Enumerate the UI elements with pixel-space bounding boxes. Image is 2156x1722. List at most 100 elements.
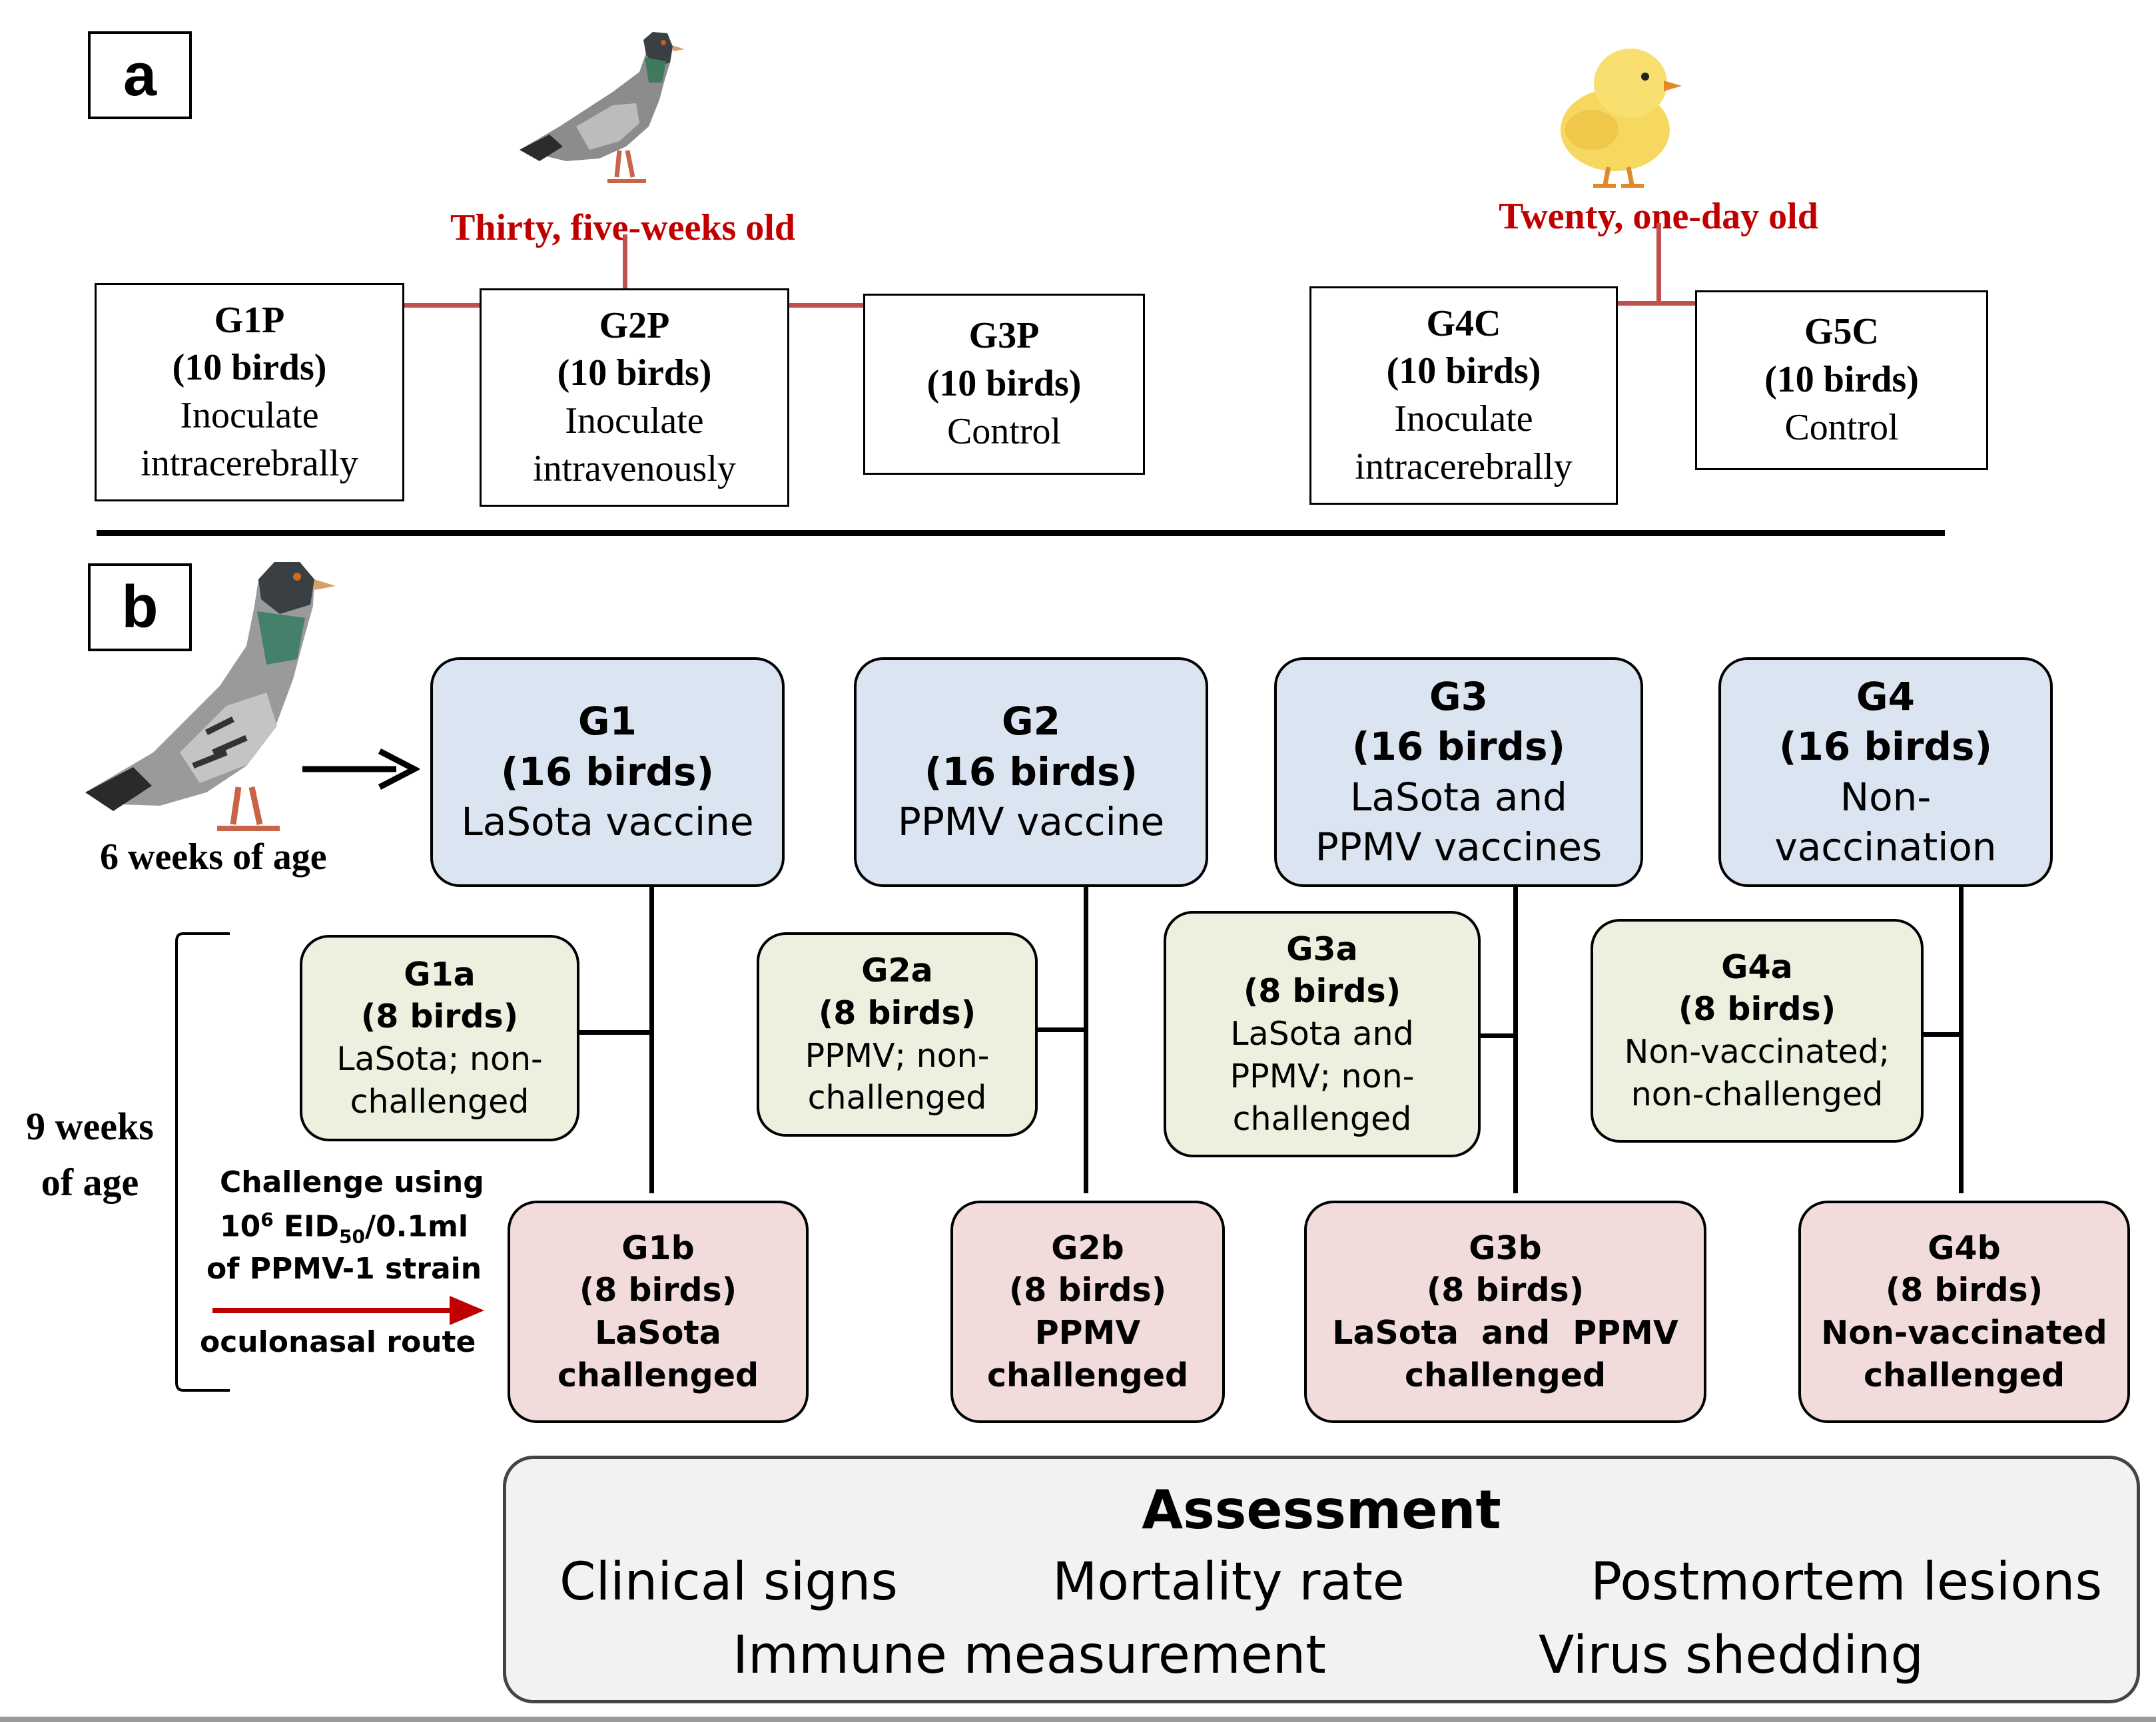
group-id: G3	[1429, 673, 1488, 719]
connector-line	[1084, 886, 1088, 1193]
bird-count: (8 birds)	[1008, 1271, 1167, 1310]
bird-count: (8 birds)	[1426, 1271, 1585, 1310]
pigeon-cohort-label: Thirty, five-weeks old	[450, 207, 795, 248]
treatment-line: LaSota and	[1230, 1015, 1414, 1053]
pigeon-illustration	[520, 32, 685, 183]
connector-line	[788, 303, 865, 308]
group-id: G4a	[1721, 948, 1793, 986]
treatment-line: Non-vaccinated;	[1624, 1033, 1890, 1071]
group-box-g2: G2 (16 birds) PPMV vaccine	[854, 657, 1208, 887]
group-id: G1P	[214, 299, 285, 341]
subgroup-box-g2a: G2a (8 birds) PPMV; non- challenged	[757, 932, 1038, 1137]
age-challenge-line: of age	[41, 1161, 139, 1205]
bird-count: (8 birds)	[360, 998, 519, 1036]
subgroup-box-g4a: G4a (8 birds) Non-vaccinated; non-challe…	[1591, 919, 1924, 1143]
bird-count: (8 birds)	[1678, 990, 1836, 1029]
connector-line	[1656, 223, 1661, 303]
group-id: G5C	[1804, 311, 1879, 353]
subgroup-box-g3b: G3b (8 birds) LaSota and PPMV challenged	[1304, 1201, 1706, 1423]
dose-unit: EID	[273, 1209, 339, 1244]
dose-subscript: 50	[339, 1225, 365, 1248]
group-id: G3a	[1286, 930, 1358, 968]
assessment-item: Mortality rate	[1052, 1552, 1405, 1612]
treatment-line: PPMV; non-	[1230, 1057, 1415, 1095]
treatment-line: intracerebrally	[141, 442, 358, 484]
dose-base: 10	[220, 1209, 261, 1244]
treatment-line: PPMV vaccine	[897, 799, 1165, 845]
treatment-line: vaccination	[1774, 824, 1997, 870]
treatment-line: challenged	[807, 1079, 987, 1117]
bird-count: (16 birds)	[924, 748, 1138, 794]
subgroup-box-g1b: G1b (8 birds) LaSota challenged	[508, 1201, 809, 1423]
group-id: G1a	[404, 955, 476, 994]
treatment-line: LaSota	[595, 1314, 721, 1352]
connector-line	[1617, 301, 1696, 306]
bird-count: (16 birds)	[1779, 724, 1992, 770]
connector-line	[649, 886, 654, 1193]
challenge-dose: 106 EID50/0.1ml	[220, 1209, 468, 1248]
bottom-border	[0, 1717, 2156, 1722]
group-id: G2a	[861, 952, 933, 990]
subgroup-box-g4b: G4b (8 birds) Non-vaccinated challenged	[1798, 1201, 2130, 1423]
treatment-line: intravenously	[533, 447, 736, 489]
group-id: G1	[578, 699, 637, 744]
bird-count: (10 birds)	[172, 347, 327, 389]
group-id: G3P	[968, 315, 1040, 357]
group-id: G4	[1856, 673, 1915, 719]
treatment-line: LaSota; non-	[336, 1040, 543, 1078]
group-box-g2p: G2P (10 birds) Inoculate intravenously	[480, 288, 789, 507]
connector-line	[1922, 1032, 1961, 1037]
assessment-item: Postmortem lesions	[1591, 1552, 2103, 1612]
assessment-title: Assessment	[1142, 1479, 1501, 1541]
group-box-g3: G3 (16 birds) LaSota and PPMV vaccines	[1274, 657, 1643, 887]
group-id: G2b	[1051, 1229, 1124, 1267]
assessment-box: Assessment Clinical signs Mortality rate…	[503, 1456, 2140, 1703]
treatment-line: LaSota and	[1350, 774, 1567, 820]
assessment-item: Clinical signs	[559, 1552, 898, 1612]
treatment-line: Non-vaccinated	[1821, 1314, 2107, 1352]
challenge-line: oculonasal route	[200, 1325, 476, 1359]
subgroup-box-g2b: G2b (8 birds) PPMV challenged	[950, 1201, 1225, 1423]
panel-a-label: a	[88, 31, 192, 119]
treatment-line: challenged	[557, 1356, 759, 1394]
group-id: G4C	[1426, 302, 1501, 344]
treatment-line: LaSota vaccine	[461, 799, 754, 845]
dose-exponent: 6	[260, 1209, 274, 1231]
group-box-g4c: G4C (10 birds) Inoculate intracerebrally	[1309, 286, 1618, 505]
challenge-line: of PPMV-1 strain	[206, 1252, 482, 1286]
connector-line	[577, 1030, 651, 1035]
group-box-g1p: G1P (10 birds) Inoculate intracerebrally	[95, 283, 404, 501]
group-box-g4: G4 (16 birds) Non- vaccination	[1718, 657, 2053, 887]
treatment-line: non-challenged	[1630, 1075, 1884, 1113]
challenge-arrow-icon	[212, 1296, 484, 1325]
subgroup-box-g1a: G1a (8 birds) LaSota; non- challenged	[300, 935, 579, 1141]
treatment-line: PPMV; non-	[805, 1036, 990, 1075]
group-id: G4b	[1928, 1229, 2001, 1267]
bird-count: (10 birds)	[1764, 359, 1919, 401]
group-box-g3p: G3P (10 birds) Control	[863, 294, 1145, 475]
age-bracket	[175, 932, 230, 1392]
panel-separator	[97, 530, 1945, 536]
group-id: G3b	[1469, 1229, 1542, 1267]
treatment-line: PPMV vaccines	[1315, 824, 1603, 870]
treatment-line: challenged	[1404, 1356, 1607, 1394]
assessment-item: Virus shedding	[1539, 1625, 1924, 1685]
group-box-g1: G1 (16 birds) LaSota vaccine	[430, 657, 785, 887]
connector-line	[1479, 1033, 1515, 1038]
connector-line	[403, 303, 480, 308]
treatment-line: challenged	[1232, 1099, 1412, 1138]
treatment-line: Inoculate	[1394, 398, 1533, 439]
bird-count: (8 birds)	[579, 1271, 737, 1310]
group-id: G1b	[621, 1229, 695, 1267]
treatment-line: Inoculate	[565, 400, 704, 441]
connector-line	[623, 234, 627, 289]
treatment-line: intracerebrally	[1355, 445, 1573, 487]
dose-tail: /0.1ml	[364, 1209, 468, 1244]
age-challenge-line: 9 weeks	[26, 1105, 154, 1148]
treatment-line: Non-	[1840, 774, 1932, 820]
bird-count: (10 birds)	[926, 363, 1082, 405]
chick-illustration	[1561, 49, 1682, 188]
treatment-line: challenged	[986, 1356, 1189, 1394]
bird-count: (10 birds)	[557, 352, 712, 394]
arrow-icon	[302, 748, 420, 790]
